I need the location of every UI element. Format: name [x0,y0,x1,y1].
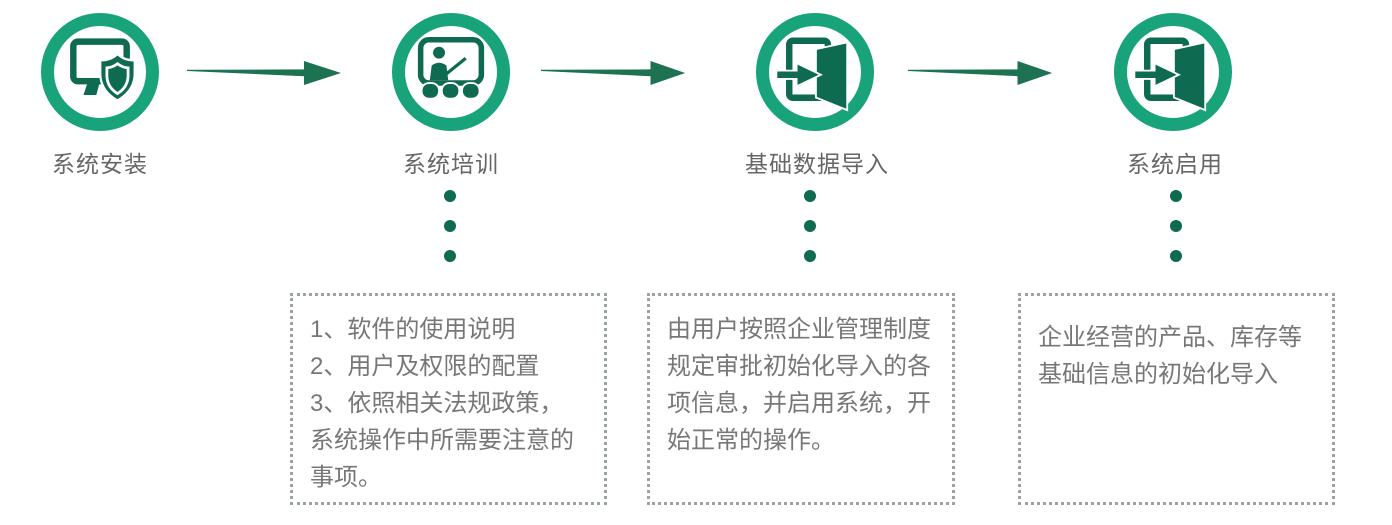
step-circle-install [41,13,159,131]
step-label-system-start: 系统启用 [1127,151,1223,177]
door-import-icon [775,37,849,112]
training-presentation-icon [417,37,485,100]
connector-dots [1170,190,1182,262]
monitor-shield-icon [70,38,136,102]
step-label-install: 系统安装 [52,151,148,177]
note-line: 3、依照相关法规政策，系统操作中所需要注意的事项。 [310,390,574,491]
note-line: 企业经营的产品、库存等基础信息的初始化导入 [1038,324,1302,388]
step-label-data-import: 基础数据导入 [745,151,889,177]
flow-arrow-icon [908,61,1053,85]
step-circle-data-import [756,13,874,131]
connector-dots [444,190,456,262]
note-line: 由用户按照企业管理制度规定审批初始化导入的各项信息，并启用系统，开始正常的操作。 [667,316,931,454]
note-line: 1、软件的使用说明 [310,316,516,343]
step-circle-training [392,13,510,131]
note-box-system-start: 企业经营的产品、库存等基础信息的初始化导入 [1018,293,1335,505]
door-import-icon [1133,37,1207,112]
note-line: 2、用户及权限的配置 [310,353,540,380]
note-box-training: 1、软件的使用说明 2、用户及权限的配置 3、依照相关法规政策，系统操作中所需要… [290,293,607,505]
flow-arrow-icon [187,61,342,85]
flow-arrow-icon [541,61,686,85]
connector-dots [804,190,816,262]
step-label-training: 系统培训 [403,151,499,177]
note-box-data-import: 由用户按照企业管理制度规定审批初始化导入的各项信息，并启用系统，开始正常的操作。 [647,293,955,505]
step-circle-system-start [1114,13,1232,131]
